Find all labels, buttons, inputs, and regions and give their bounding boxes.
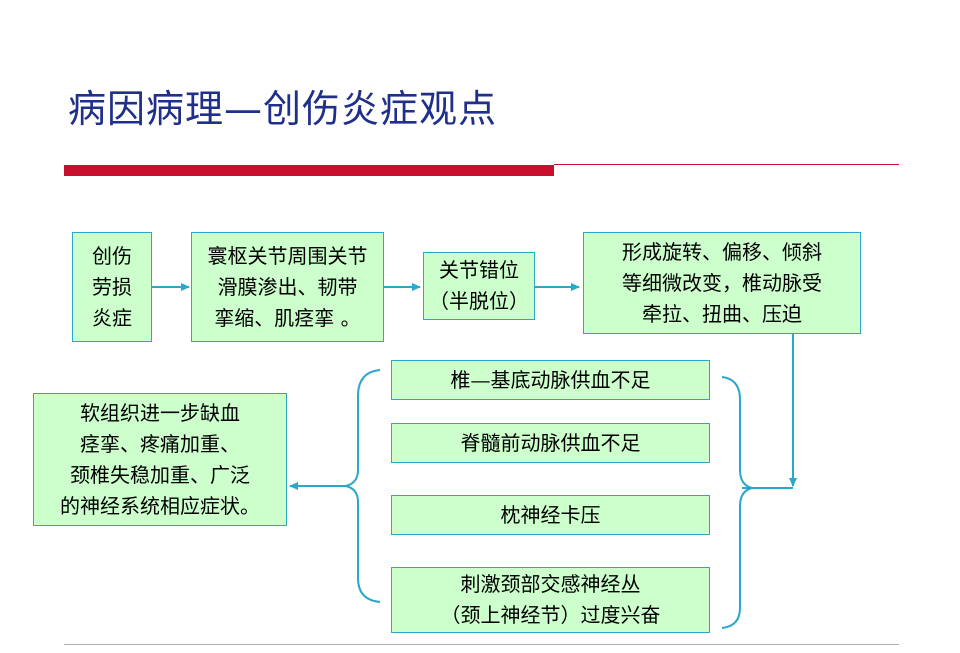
footer-divider <box>64 644 899 645</box>
page-title: 病因病理—创伤炎症观点 <box>68 87 498 131</box>
result-box: 软组织进一步缺血 痉挛、疼痛加重、 颈椎失稳加重、广泛 的神经系统相应症状。 <box>33 393 287 526</box>
trauma-box: 创伤 劳损 炎症 <box>72 232 152 342</box>
right-brace <box>721 376 753 629</box>
synovial-box: 寰枢关节周围关节 滑膜渗出、韧带 挛缩、肌痉挛 。 <box>191 232 384 342</box>
sympathetic-box: 刺激颈部交感神经丛 （颈上神经节）过度兴奋 <box>391 567 710 633</box>
subluxation-box: 关节错位 （半脱位） <box>423 252 535 320</box>
spinal-artery-box: 脊髓前动脉供血不足 <box>391 423 710 463</box>
title-divider-thick <box>64 165 554 176</box>
vertebrobasilar-box: 椎—基底动脉供血不足 <box>391 360 710 400</box>
left-brace <box>345 369 381 603</box>
rotation-box: 形成旋转、偏移、倾斜 等细微改变，椎动脉受 牵拉、扭曲、压迫 <box>583 232 861 334</box>
title-divider-thin <box>554 164 899 165</box>
occipital-nerve-box: 枕神经卡压 <box>391 495 710 535</box>
